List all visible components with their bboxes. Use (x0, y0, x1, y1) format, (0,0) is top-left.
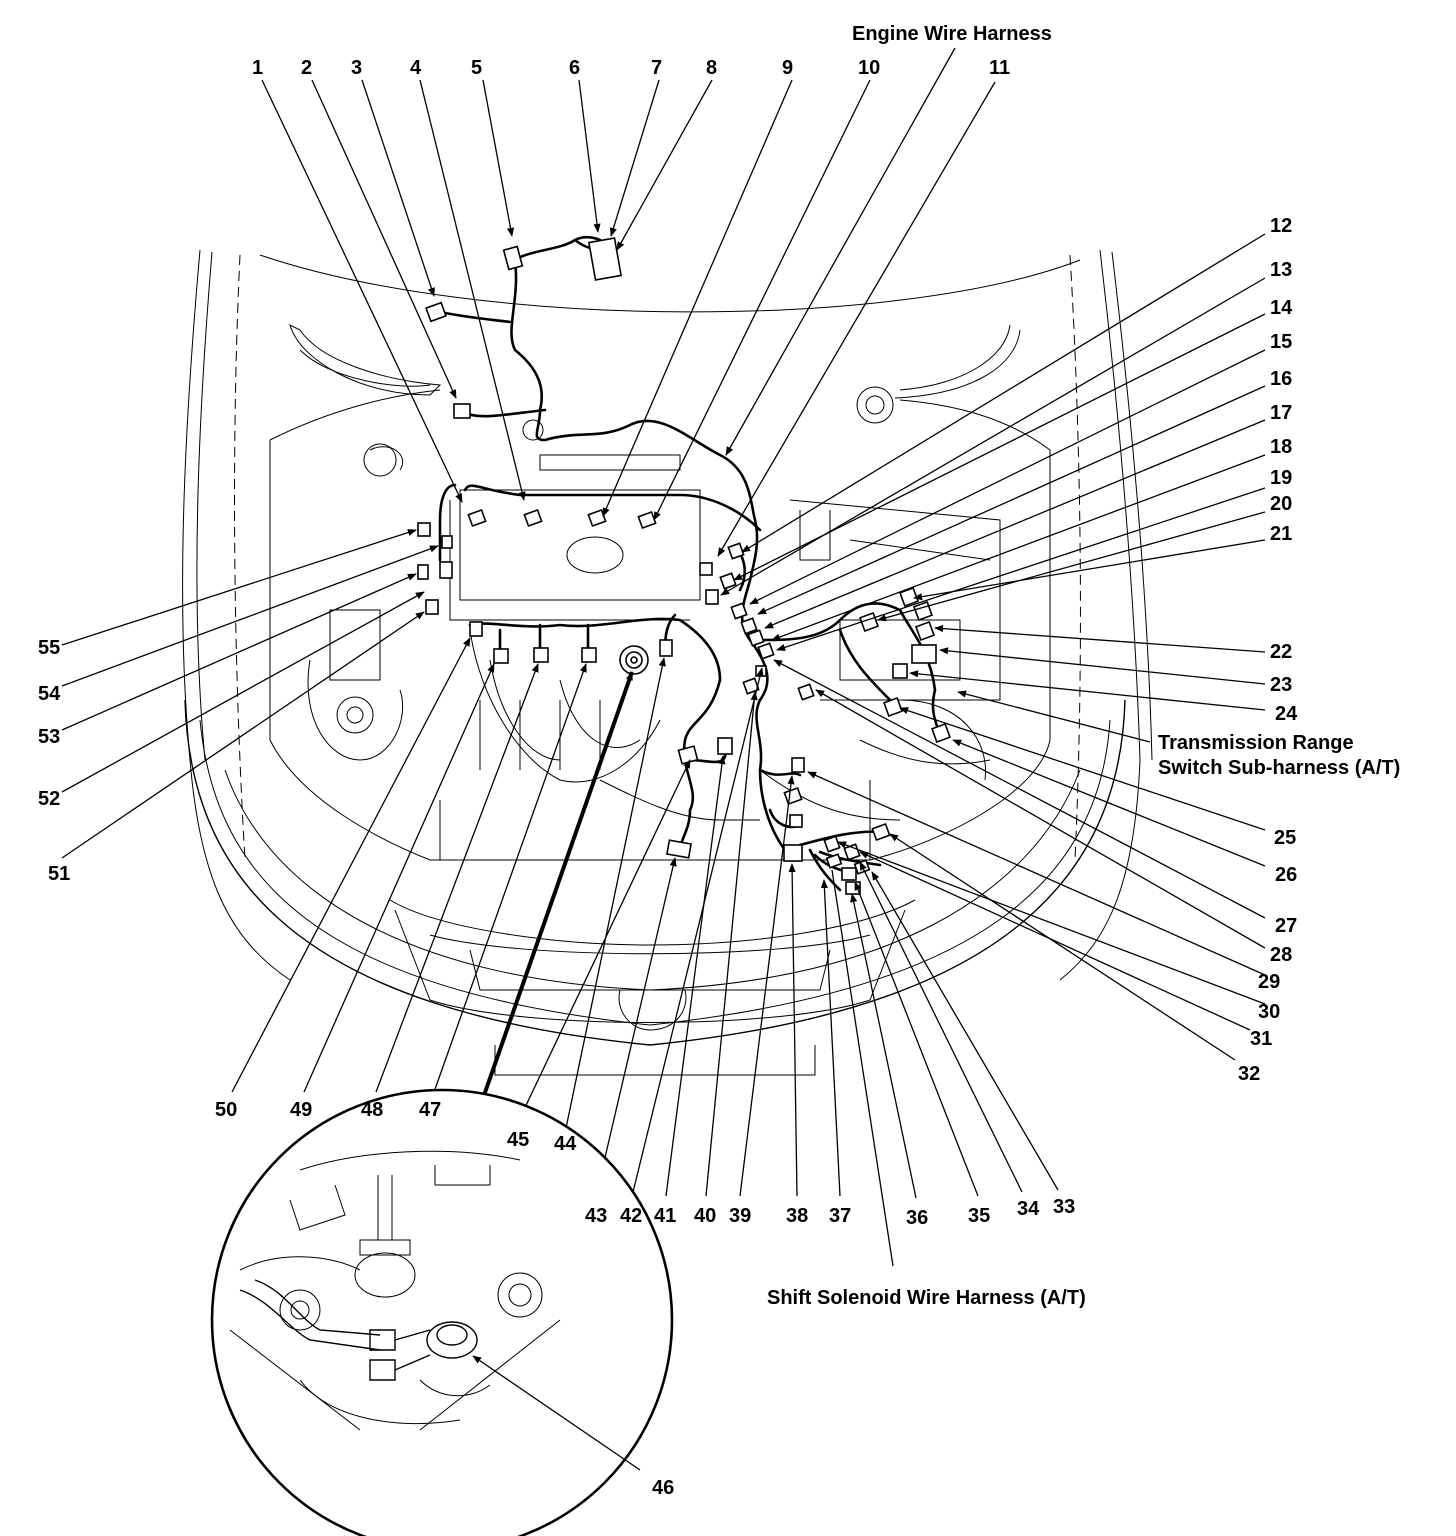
callout-label: 11 (989, 57, 1010, 79)
trs-caption-line2: Switch Sub-harness (A/T) (1158, 757, 1400, 779)
callout-label: 41 (654, 1205, 676, 1227)
callout-label: 33 (1053, 1196, 1075, 1218)
callout-label: 12 (1270, 215, 1292, 237)
callout-label: 49 (290, 1099, 312, 1121)
ground-terminal-inset (210, 1088, 674, 1536)
callout-label: 13 (1270, 259, 1292, 281)
engine-block-outline (307, 443, 1001, 821)
callout-label: 23 (1270, 674, 1292, 696)
callout-label: 10 (858, 57, 880, 79)
callout-label: 24 (1275, 703, 1298, 725)
callout-label: 35 (968, 1205, 990, 1227)
callout-label: 39 (729, 1205, 751, 1227)
callout-label: 19 (1270, 467, 1292, 489)
callout-label: 26 (1275, 864, 1297, 886)
vehicle-body-outline (182, 249, 1153, 1076)
callout-label: 6 (569, 57, 580, 79)
leader-lines (61, 47, 1266, 1267)
callout-label: 42 (620, 1205, 642, 1227)
callout-label: 37 (829, 1205, 851, 1227)
callout-label: 45 (507, 1129, 529, 1151)
callout-label: 16 (1270, 368, 1292, 390)
callout-label: 46 (652, 1477, 674, 1499)
callout-label: 28 (1270, 944, 1292, 966)
callout-label: 31 (1250, 1028, 1272, 1050)
callout-label: 43 (585, 1205, 607, 1227)
callout-label: 2 (301, 57, 312, 79)
callout-label: 34 (1017, 1198, 1040, 1220)
engine-harness-caption: Engine Wire Harness (852, 23, 1052, 45)
callout-label: 18 (1270, 436, 1292, 458)
callout-label: 14 (1270, 297, 1293, 319)
callout-label: 48 (361, 1099, 383, 1121)
callout-label: 30 (1258, 1001, 1280, 1023)
callout-label: 47 (419, 1099, 441, 1121)
callout-label: 20 (1270, 493, 1292, 515)
callout-label: 40 (694, 1205, 716, 1227)
connectors (417, 237, 951, 895)
callout-label: 25 (1274, 827, 1296, 849)
callout-label: 29 (1258, 971, 1280, 993)
callout-labels: 1 2 3 4 5 6 7 8 9 10 11 12 13 14 15 16 1… (38, 57, 1298, 1499)
callout-label: 50 (215, 1099, 237, 1121)
callout-label: 36 (906, 1207, 928, 1229)
callout-label: 53 (38, 726, 60, 748)
callout-label: 27 (1275, 915, 1297, 937)
callout-label: 52 (38, 788, 60, 810)
callout-label: 9 (782, 57, 793, 79)
callout-label: 15 (1270, 331, 1292, 353)
callout-label: 21 (1270, 523, 1292, 545)
callout-label: 22 (1270, 641, 1292, 663)
callout-label: 1 (252, 57, 263, 79)
callout-label: 32 (1238, 1063, 1260, 1085)
trs-caption-line1: Transmission Range (1158, 732, 1354, 754)
callout-label: 38 (786, 1205, 808, 1227)
captions: Engine Wire Harness Transmission Range S… (767, 23, 1400, 1309)
shift-solenoid-caption: Shift Solenoid Wire Harness (A/T) (767, 1287, 1086, 1309)
callout-label: 7 (651, 57, 662, 79)
callout-label: 4 (410, 57, 422, 79)
engine-wire-harness (438, 235, 942, 892)
callout-label: 3 (351, 57, 362, 79)
callout-label: 51 (48, 863, 70, 885)
callout-label: 54 (38, 683, 61, 705)
callout-label: 17 (1270, 402, 1292, 424)
callout-label: 8 (706, 57, 717, 79)
callout-label: 44 (554, 1133, 577, 1155)
callout-label: 55 (38, 637, 60, 659)
callout-label: 5 (471, 57, 482, 79)
